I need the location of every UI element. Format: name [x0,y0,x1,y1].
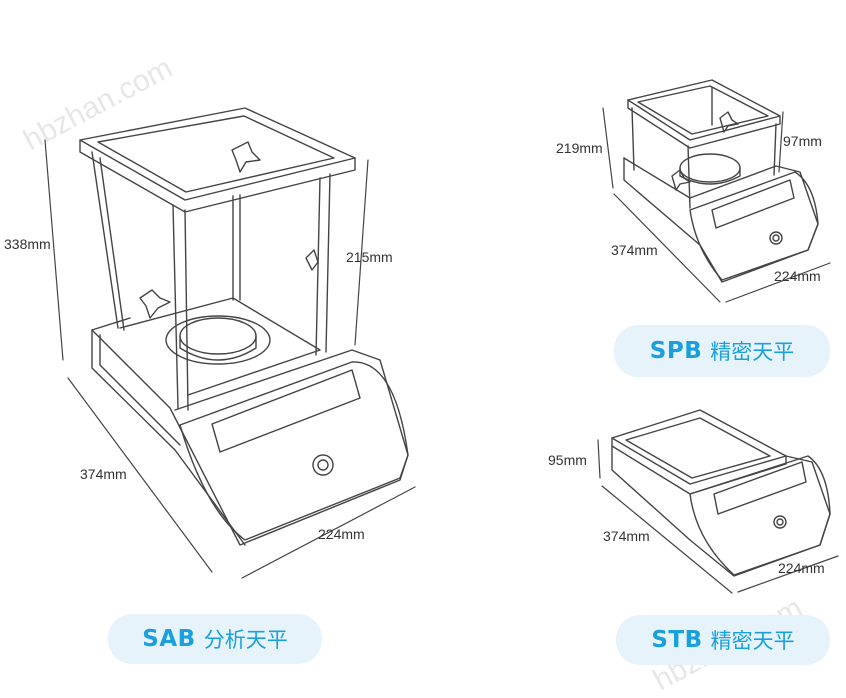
spb-dimension-lines [602,107,831,303]
stb-type-label: 精密天平 [710,629,795,653]
spb-type-label: 精密天平 [710,340,795,364]
stb-model-name: STB [651,627,703,653]
sab-height-label: 338mm [4,236,51,252]
spb-model-name: SPB [649,338,703,364]
spb-width-label: 224mm [774,268,821,284]
stb-height-label: 95mm [548,452,587,468]
stb-depth-label: 374mm [603,528,650,544]
sab-depth-label: 374mm [80,466,127,482]
stb-width-label: 224mm [778,560,825,576]
stb-dimension-lines [597,439,839,594]
stb-balance-drawing [611,409,831,577]
spb-chamber-height-label: 97mm [783,133,822,149]
spb-model-badge: SPB 精密天平 [614,325,830,377]
spb-depth-label: 374mm [611,242,658,258]
spb-height-label: 219mm [556,140,603,156]
spb-balance-drawing [623,79,819,283]
stb-model-badge: STB 精密天平 [616,615,830,665]
sab-type-label: 分析天平 [203,628,288,652]
sab-balance-drawing [79,107,409,546]
sab-dimension-lines [44,139,416,579]
sab-chamber-height-label: 215mm [346,249,393,265]
sab-model-badge: SAB 分析天平 [108,614,322,664]
sab-model-name: SAB [142,626,196,652]
sab-width-label: 224mm [318,526,365,542]
